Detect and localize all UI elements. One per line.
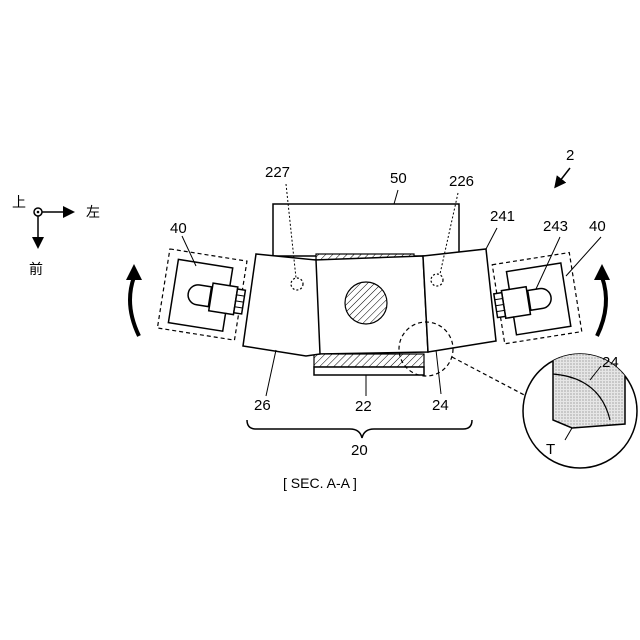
assembly-arrow [554,167,571,189]
center-shaft-hatched [344,281,388,325]
block-50 [272,203,460,257]
section-caption: [ SEC. A-A ] [283,475,357,491]
direction-left-label: 左 [86,205,100,221]
label-26: 26 [254,397,271,414]
label-241: 241 [490,208,515,225]
pivot-227 [290,277,304,291]
label-20: 20 [351,442,368,459]
right-actuator-40 [491,251,583,345]
pivot-226 [430,273,444,287]
label-24: 24 [432,397,449,414]
label-243: 243 [543,218,568,235]
label-40-right: 40 [589,218,606,235]
lower-hatched-bar [313,353,425,368]
left-block-26 [242,253,321,357]
left-actuator-40 [156,248,248,341]
detail-region-marker [398,321,454,377]
label-227: 227 [265,164,290,181]
detail-label-T: T [546,441,555,458]
label-50: 50 [390,170,407,187]
label-226: 226 [449,173,474,190]
direction-up-label: 上 [12,195,26,211]
label-22: 22 [355,398,372,415]
base-plate-22 [313,366,425,376]
right-rotation-arrow-icon [594,264,610,337]
detail-view [522,353,638,469]
label-40-left: 40 [170,220,187,237]
left-rotation-arrow-icon [126,264,142,337]
label-assembly: 2 [566,147,574,164]
detail-label-24: 24 [602,354,619,371]
direction-front-label: 前 [29,261,43,278]
detail-connector [451,356,531,399]
assembly-brace [246,419,473,439]
right-block-241 [422,248,497,353]
direction-indicator: 上 左 前 [12,195,100,278]
